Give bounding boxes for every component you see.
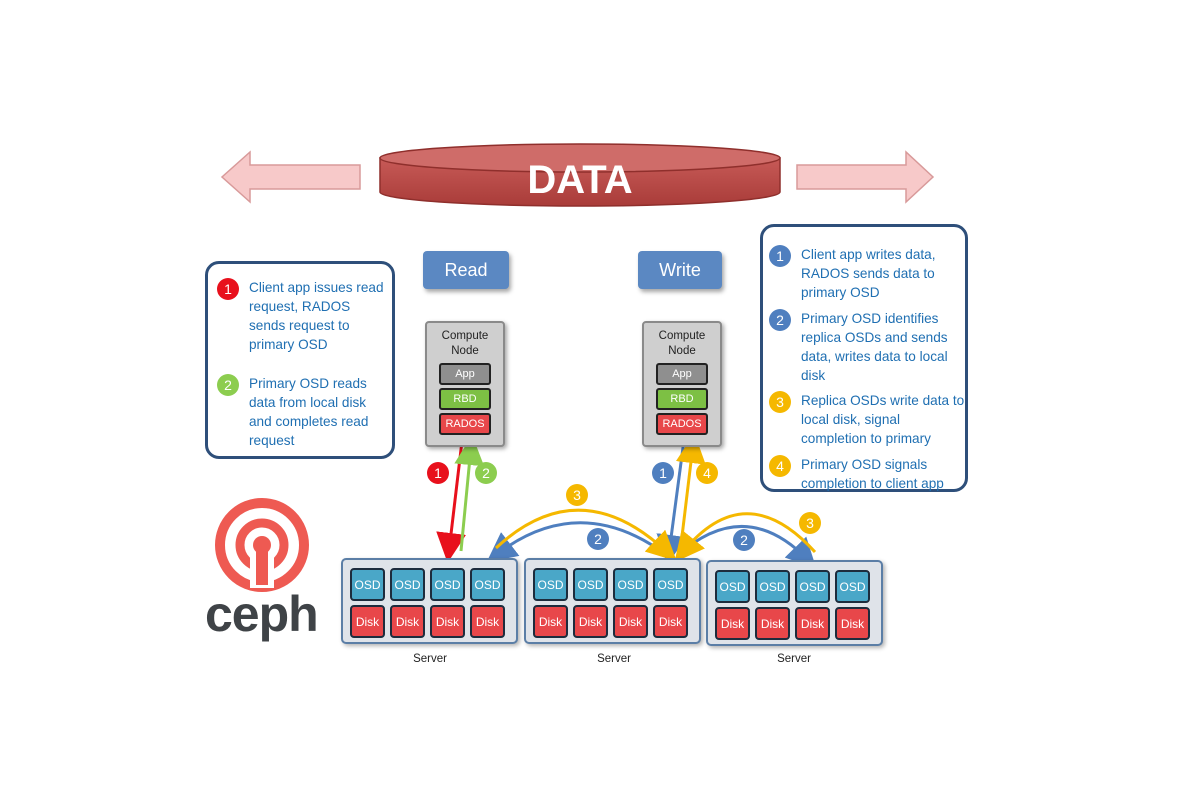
osd-cell: OSD [390, 568, 425, 601]
write-legend-panel: 1 Client app writes data, RADOS sends da… [760, 224, 968, 492]
disk-cell: Disk [835, 607, 870, 640]
legend-number-badge: 1 [217, 278, 239, 300]
read-response-arrow [454, 435, 485, 552]
replica-ack-right-arrow [674, 512, 817, 563]
read-mode-label: Read [423, 251, 509, 289]
compute-node-title: Compute Node [441, 330, 489, 357]
disk-cell: Disk [613, 605, 648, 638]
rbd-layer: RBD [439, 388, 491, 410]
data-cylinder [379, 143, 781, 207]
osd-cell: OSD [350, 568, 385, 601]
flow-step-badge: 3 [799, 512, 821, 534]
compute-node-title: Compute Node [658, 330, 706, 357]
osd-cell: OSD [470, 568, 505, 601]
legend-number-badge: 3 [769, 391, 791, 413]
server-2: OSD OSD OSD OSD Disk Disk Disk Disk [524, 558, 701, 644]
osd-cell: OSD [533, 568, 568, 601]
osd-cell: OSD [795, 570, 830, 603]
write-compute-node: Compute Node App RBD RADOS [642, 321, 722, 447]
read-legend-item: 1 Client app issues read request, RADOS … [217, 278, 389, 354]
ceph-logo-text: ceph [205, 586, 319, 642]
disk-cell: Disk [795, 607, 830, 640]
rados-layer: RADOS [656, 413, 708, 435]
flow-step-badge: 1 [427, 462, 449, 484]
legend-text: Primary OSD reads data from local disk a… [249, 376, 369, 448]
right-arrow-icon [796, 150, 935, 204]
legend-text: Primary OSD identifies replica OSDs and … [801, 311, 948, 383]
legend-number-badge: 1 [769, 245, 791, 267]
write-mode-label: Write [638, 251, 722, 289]
replica-ack-left-arrow [494, 508, 677, 562]
legend-number-badge: 4 [769, 455, 791, 477]
read-legend-panel: 1 Client app issues read request, RADOS … [205, 261, 395, 459]
legend-text: Client app issues read request, RADOS se… [249, 280, 384, 352]
osd-cell: OSD [653, 568, 688, 601]
write-legend-item: 2 Primary OSD identifies replica OSDs an… [769, 309, 965, 385]
server-label: Server [413, 653, 447, 665]
ceph-logo-icon [215, 498, 309, 592]
disk-cell: Disk [715, 607, 750, 640]
disk-cell: Disk [470, 605, 505, 638]
app-layer: App [439, 363, 491, 385]
read-compute-node: Compute Node App RBD RADOS [425, 321, 505, 447]
write-legend-item: 1 Client app writes data, RADOS sends da… [769, 245, 965, 302]
write-legend-item: 3 Replica OSDs write data to local disk,… [769, 391, 965, 448]
flow-step-badge: 1 [652, 462, 674, 484]
rados-layer: RADOS [439, 413, 491, 435]
disk-cell: Disk [350, 605, 385, 638]
flow-step-badge: 2 [475, 462, 497, 484]
flow-step-badge: 4 [696, 462, 718, 484]
server-1: OSD OSD OSD OSD Disk Disk Disk Disk [341, 558, 518, 644]
flow-step-badge: 2 [733, 529, 755, 551]
osd-cell: OSD [430, 568, 465, 601]
rbd-layer: RBD [656, 388, 708, 410]
read-legend-item: 2 Primary OSD reads data from local disk… [217, 374, 389, 450]
disk-cell: Disk [533, 605, 568, 638]
disk-cell: Disk [653, 605, 688, 638]
legend-number-badge: 2 [769, 309, 791, 331]
read-request-arrow [436, 440, 467, 563]
disk-cell: Disk [390, 605, 425, 638]
flow-step-badge: 2 [587, 528, 609, 550]
legend-text: Primary OSD signals completion to client… [801, 457, 944, 491]
write-legend-item: 4 Primary OSD signals completion to clie… [769, 455, 965, 493]
osd-cell: OSD [715, 570, 750, 603]
server-3: OSD OSD OSD OSD Disk Disk Disk Disk [706, 560, 883, 646]
osd-cell: OSD [835, 570, 870, 603]
osd-cell: OSD [573, 568, 608, 601]
legend-text: Client app writes data, RADOS sends data… [801, 247, 936, 300]
flow-step-badge: 3 [566, 484, 588, 506]
app-layer: App [656, 363, 708, 385]
osd-cell: OSD [755, 570, 790, 603]
server-label: Server [597, 653, 631, 665]
disk-cell: Disk [573, 605, 608, 638]
server-label: Server [777, 653, 811, 665]
left-arrow-icon [220, 150, 361, 204]
legend-number-badge: 2 [217, 374, 239, 396]
osd-cell: OSD [613, 568, 648, 601]
data-banner-label: DATA [527, 158, 633, 202]
disk-cell: Disk [755, 607, 790, 640]
legend-text: Replica OSDs write data to local disk, s… [801, 393, 965, 446]
disk-cell: Disk [430, 605, 465, 638]
